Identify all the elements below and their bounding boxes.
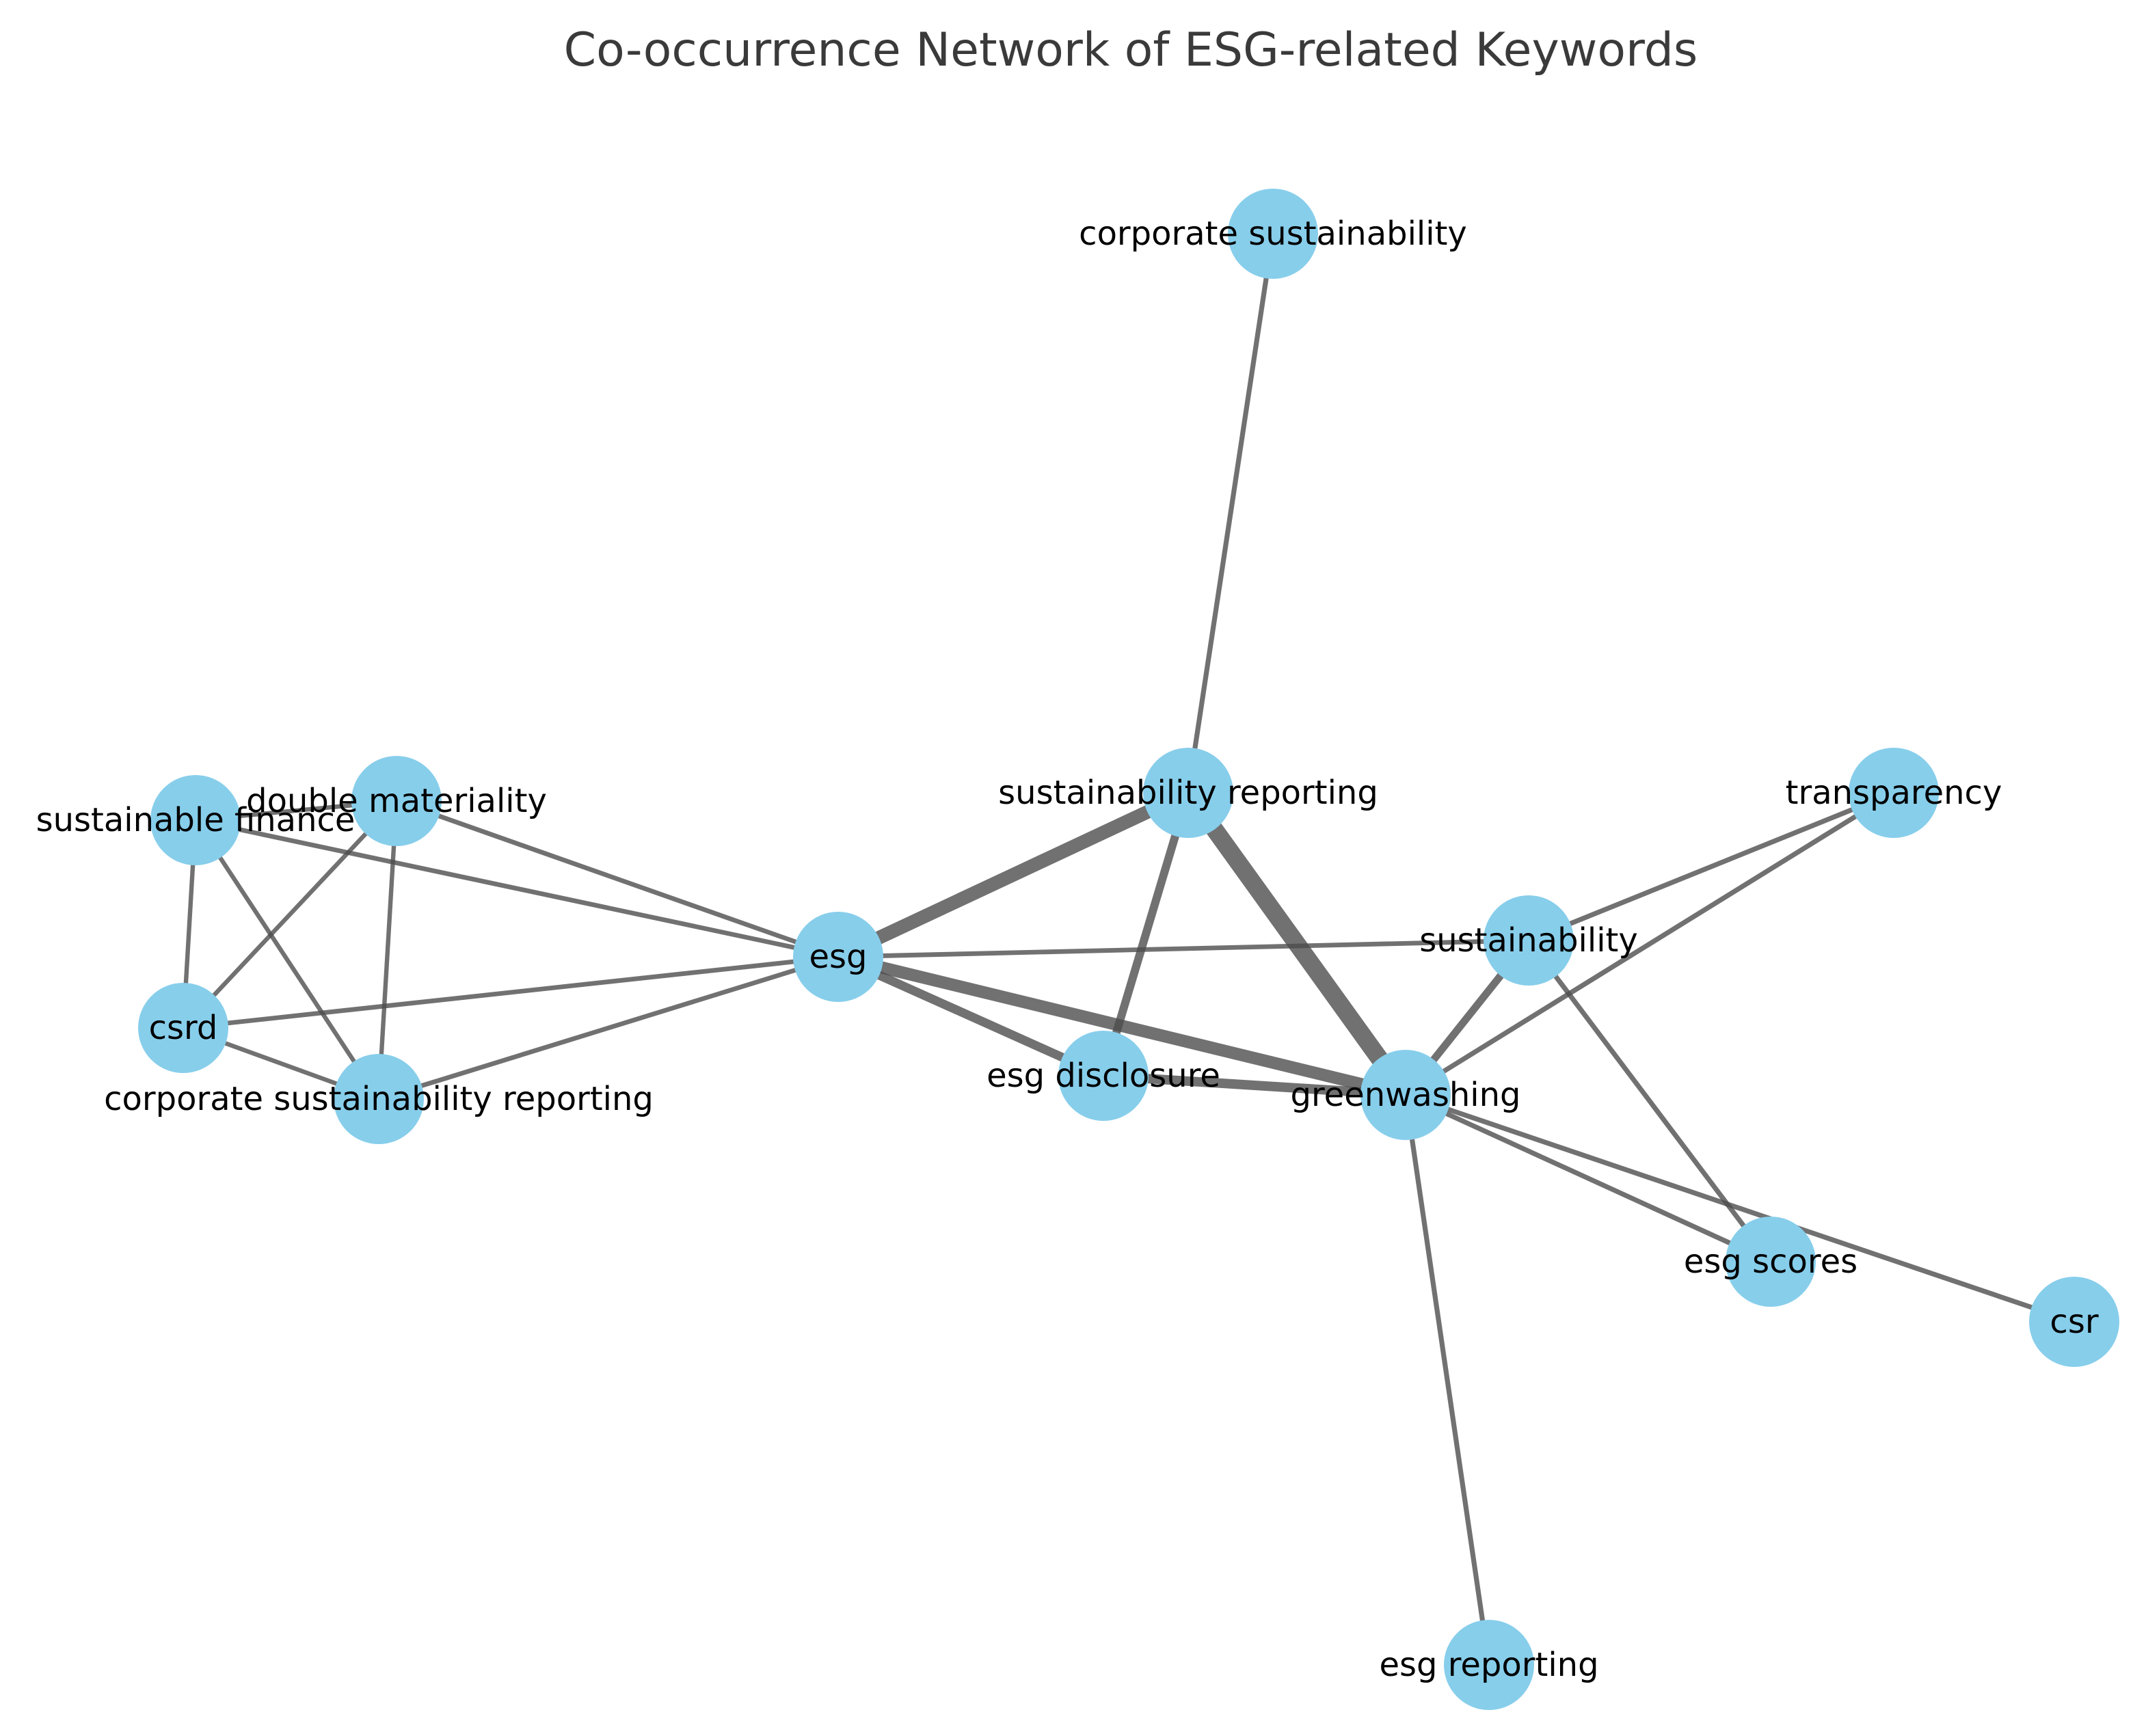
edge-esg--greenwashing — [836, 951, 1408, 1101]
edges-layer — [180, 233, 2076, 1666]
edge-esg--esg-disclosure — [836, 953, 1105, 1080]
edge-greenwashing--csr — [1404, 1092, 2076, 1325]
node-label-corporate-sustainability-reporting: corporate sustainability reporting — [104, 1080, 654, 1118]
node-greenwashing — [1360, 1050, 1451, 1140]
node-label-esg-reporting: esg reporting — [1379, 1646, 1598, 1684]
edge-esg--csrd — [183, 954, 839, 1031]
node-esg-scores — [1726, 1217, 1816, 1307]
edge-greenwashing--esg-disclosure — [1103, 1071, 1406, 1100]
node-label-csr: csr — [2050, 1303, 2098, 1341]
edge-esg--double-materiality — [395, 798, 840, 960]
node-label-double-materiality: double materiality — [246, 782, 547, 820]
node-corporate-sustainability-reporting — [334, 1054, 424, 1144]
node-label-sustainable-finance: sustainable finance — [36, 801, 356, 839]
node-sustainable-finance — [150, 775, 241, 865]
node-label-greenwashing: greenwashing — [1291, 1076, 1521, 1114]
edge-greenwashing--transparency — [1404, 790, 1895, 1098]
node-label-esg: esg — [809, 938, 867, 976]
edge-esg--sustainability — [837, 938, 1529, 960]
node-esg-disclosure — [1058, 1031, 1149, 1121]
edge-greenwashing--esg-reporting — [1403, 1094, 1492, 1666]
node-csr — [2029, 1277, 2119, 1367]
nodes-layer — [138, 189, 2119, 1710]
node-esg-reporting — [1444, 1620, 1534, 1710]
node-esg — [793, 912, 883, 1002]
node-sustainability-reporting — [1143, 748, 1233, 838]
node-label-sustainability-reporting: sustainability reporting — [998, 774, 1378, 812]
edge-corporate-sustainability--sustainability-reporting — [1185, 233, 1276, 794]
edge-esg--corporate-sustainability-reporting — [377, 954, 840, 1102]
node-sustainability — [1484, 895, 1574, 986]
edge-sustainable-finance--corporate-sustainability-reporting — [193, 819, 381, 1100]
labels-layer: corporate sustainability sustainability r… — [36, 215, 2099, 1684]
node-label-sustainability: sustainability — [1419, 921, 1638, 960]
edge-sustainability--transparency — [1527, 790, 1895, 943]
node-label-corporate-sustainability: corporate sustainability — [1079, 215, 1467, 253]
node-label-esg-disclosure: esg disclosure — [987, 1057, 1220, 1095]
node-label-transparency: transparency — [1786, 774, 2002, 812]
node-csrd — [138, 983, 228, 1073]
node-corporate-sustainability — [1228, 189, 1318, 279]
node-label-esg-scores: esg scores — [1684, 1243, 1857, 1281]
edge-sustainability--esg-scores — [1527, 938, 1773, 1264]
node-label-csrd: csrd — [149, 1009, 218, 1047]
edge-esg--sustainable-finance — [195, 817, 839, 960]
edge-sustainability-reporting--esg — [835, 786, 1192, 964]
chart-title: Co-occurrence Network of ESG-related Key… — [564, 23, 1698, 77]
node-transparency — [1849, 748, 1939, 838]
node-double-materiality — [351, 756, 442, 846]
edge-greenwashing--esg-scores — [1404, 1092, 1772, 1264]
edge-double-materiality--csrd — [181, 799, 399, 1030]
edge-double-materiality--corporate-sustainability-reporting — [376, 800, 399, 1100]
